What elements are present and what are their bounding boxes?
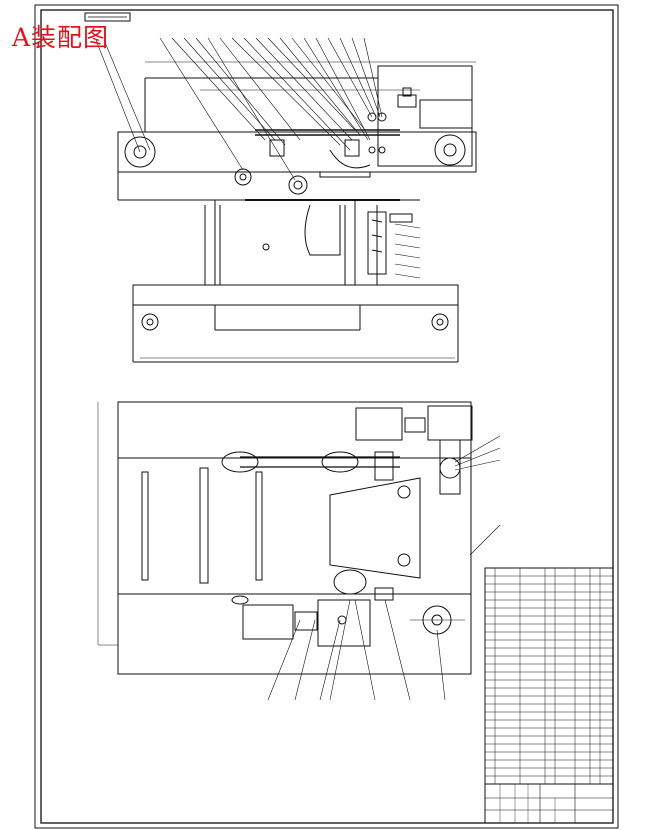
front-view <box>95 37 477 363</box>
right-caster <box>431 313 449 331</box>
outer-frame <box>34 4 619 829</box>
gearbox <box>317 599 371 647</box>
inner-frame <box>40 9 614 824</box>
bottom-motor <box>242 604 294 640</box>
left-caster <box>141 313 159 331</box>
parts-list-table <box>484 567 614 824</box>
workpiece-plate <box>329 477 421 579</box>
right-pulley <box>434 134 466 166</box>
conveyor-frame <box>117 131 477 173</box>
corner-label-box <box>84 12 131 22</box>
page-title: A装配图 <box>12 23 110 52</box>
base-frame <box>132 284 459 306</box>
top-motor <box>355 407 403 441</box>
top-view <box>97 401 501 701</box>
left-pulley <box>124 136 156 168</box>
